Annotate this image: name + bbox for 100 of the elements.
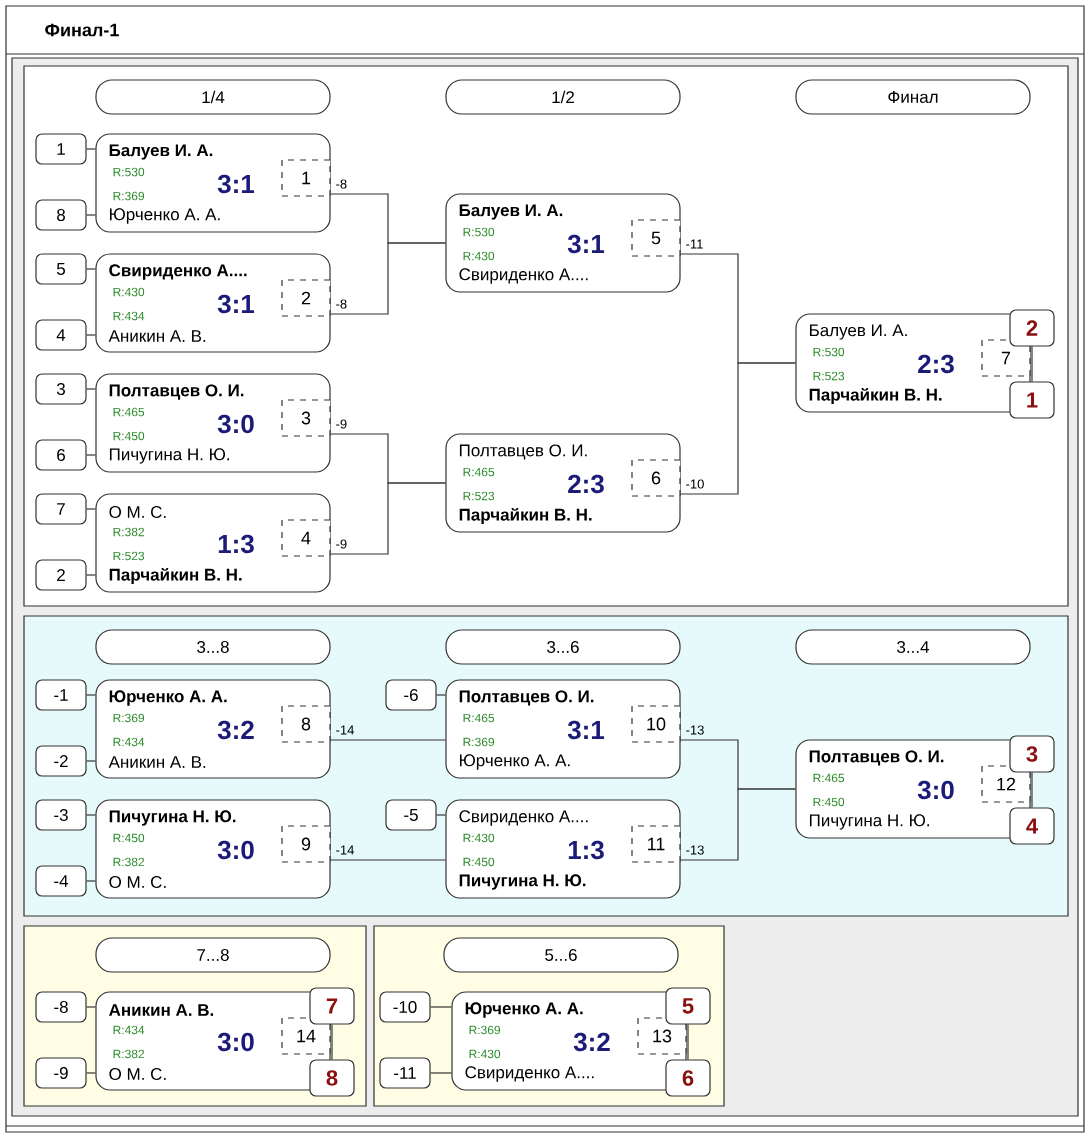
match-box [445, 433, 681, 533]
connector [1031, 346, 1033, 382]
seed-box: 6 [35, 439, 87, 471]
connector [86, 880, 96, 882]
connector [330, 482, 446, 555]
match-number: 6 [631, 459, 681, 497]
round-header: 7...8 [95, 937, 331, 973]
connector [86, 1072, 96, 1074]
round-header: 1/4 [95, 79, 331, 115]
connector [331, 1024, 333, 1060]
connector [86, 508, 96, 510]
player-name: Свириденко А.... [109, 264, 247, 280]
connector [86, 268, 96, 270]
player-name: Свириденко А.... [459, 810, 588, 826]
place-box: 4 [1009, 807, 1055, 845]
connector [86, 148, 96, 150]
match-box [95, 253, 331, 353]
player-name: Балуев И. А. [109, 144, 213, 160]
connector [86, 814, 96, 816]
player-name: О М. С. [109, 876, 166, 888]
seed-box: -3 [35, 799, 87, 831]
match-box [445, 193, 681, 293]
round-header: 1/2 [445, 79, 681, 115]
score: 1:3 [218, 534, 254, 554]
match-number: 7 [981, 339, 1031, 377]
round-header: Финал [795, 79, 1031, 115]
seed-box: -5 [385, 799, 437, 831]
player-name: О М. С. [109, 1068, 166, 1080]
player-name: Парчайкин В. Н. [459, 507, 592, 525]
seed-box: -9 [35, 1057, 87, 1089]
seed-box: -11 [379, 1057, 431, 1089]
seed-box: -10 [379, 991, 431, 1023]
connector [680, 788, 796, 861]
score: 3:0 [217, 414, 254, 434]
score: 2:3 [568, 474, 604, 494]
match-number: 5 [631, 219, 681, 257]
score: 1:3 [568, 840, 604, 860]
seed-box: -6 [385, 679, 437, 711]
player-name: Полтавцев О. И. [459, 444, 587, 460]
seed-box: 7 [35, 493, 87, 525]
match-box [95, 133, 331, 233]
score: 3:1 [217, 174, 255, 194]
match-number: 8 [281, 705, 331, 743]
place-box: 1 [1009, 381, 1055, 419]
connector [86, 760, 96, 762]
seed-box: -8 [35, 991, 87, 1023]
score: 2:3 [918, 354, 954, 374]
player-name: Свириденко А.... [459, 268, 588, 284]
player-name: Пичугина Н. Ю. [809, 814, 929, 830]
connector [680, 362, 796, 495]
match-number: 4 [281, 519, 331, 557]
connector [86, 454, 96, 456]
player-name: Аникин А. В. [108, 330, 206, 342]
place-box: 8 [309, 1059, 355, 1097]
player-name: Парчайкин В. Н. [809, 387, 942, 405]
player-name: Юрченко А. А. [465, 1002, 583, 1018]
player-name: Полтавцев О. И. [109, 384, 244, 400]
connector [330, 859, 446, 861]
player-name: Пичугина Н. Ю. [109, 448, 229, 464]
player-name: Полтавцев О. И. [459, 690, 594, 706]
seed-box: 5 [35, 253, 87, 285]
player-name: Пичугина Н. Ю. [109, 810, 236, 826]
score: 3:0 [917, 780, 954, 800]
connector [86, 388, 96, 390]
match-box [95, 679, 331, 779]
score: 3:0 [217, 1032, 254, 1052]
place-box: 2 [1009, 309, 1055, 347]
score: 3:1 [567, 720, 605, 740]
player-name: Балуев И. А. [459, 204, 563, 220]
connector [86, 574, 96, 576]
connector [330, 242, 446, 315]
player-name: О М. С. [109, 506, 166, 518]
match-number: 9 [281, 825, 331, 863]
title: Финал-1 [45, 23, 119, 37]
match-box [95, 493, 331, 593]
player-name: Аникин А. В. [109, 1004, 214, 1016]
player-name: Пичугина Н. Ю. [459, 874, 586, 890]
connector [1031, 772, 1033, 808]
player-name: Полтавцев О. И. [809, 750, 944, 766]
match-box [95, 373, 331, 473]
seed-box: 3 [35, 373, 87, 405]
seed-box: 8 [35, 199, 87, 231]
seed-box: -1 [35, 679, 87, 711]
match-box [445, 679, 681, 779]
connector [330, 739, 446, 741]
round-header: 3...6 [445, 629, 681, 665]
round-header: 5...6 [443, 937, 679, 973]
place-box: 6 [665, 1059, 711, 1097]
match-number: 12 [981, 765, 1031, 803]
match-number: 3 [281, 399, 331, 437]
place-box: 5 [665, 987, 711, 1025]
score: 3:2 [217, 720, 254, 740]
match-number: 11 [631, 825, 681, 863]
connector [86, 1006, 96, 1008]
connector [436, 694, 446, 696]
connector [430, 1072, 452, 1074]
connector [687, 1024, 689, 1060]
score: 3:1 [217, 294, 255, 314]
match-box [445, 799, 681, 899]
round-header: 3...8 [95, 629, 331, 665]
